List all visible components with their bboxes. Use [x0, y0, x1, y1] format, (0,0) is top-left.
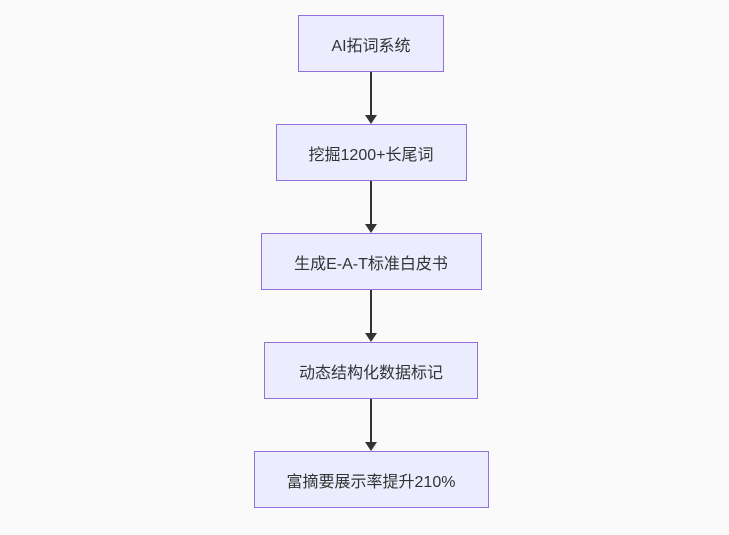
arrow-shaft: [370, 72, 372, 116]
node-label: 富摘要展示率提升210%: [286, 473, 456, 491]
arrow-down-icon: [365, 181, 377, 233]
arrow-head-icon: [365, 442, 377, 451]
arrow-shaft: [370, 290, 372, 334]
arrow-head-icon: [365, 115, 377, 124]
arrow-down-icon: [365, 72, 377, 124]
node-label: 挖掘1200+长尾词: [308, 146, 434, 164]
node-label: 生成E-A-T标准白皮书: [294, 255, 448, 273]
arrow-shaft: [370, 181, 372, 225]
arrow-shaft: [370, 399, 372, 443]
flow-node-rich-snippet-result: 富摘要展示率提升210%: [253, 451, 489, 508]
arrow-down-icon: [365, 399, 377, 451]
node-label: AI拓词系统: [331, 37, 411, 55]
arrow-head-icon: [365, 333, 377, 342]
arrow-head-icon: [365, 224, 377, 233]
flow-node-ai-word-system: AI拓词系统: [298, 15, 444, 72]
flow-node-longtail-keywords: 挖掘1200+长尾词: [275, 124, 467, 181]
flow-node-eat-whitepaper: 生成E-A-T标准白皮书: [260, 233, 482, 290]
arrow-down-icon: [365, 290, 377, 342]
node-label: 动态结构化数据标记: [298, 364, 443, 382]
flow-node-structured-data-markup: 动态结构化数据标记: [264, 342, 478, 399]
